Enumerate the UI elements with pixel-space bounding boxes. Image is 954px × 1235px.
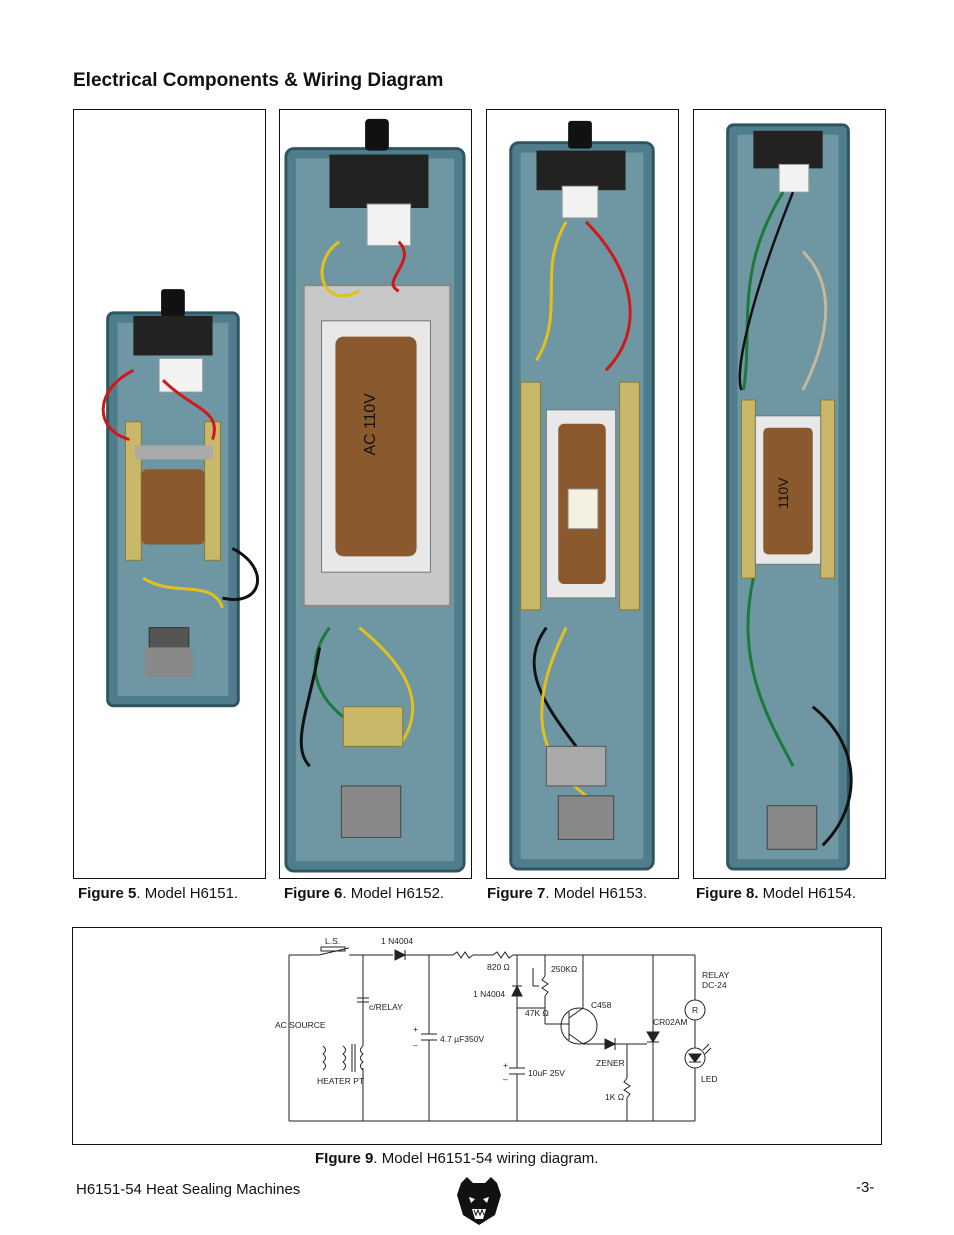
- label-diode2: 1 N4004: [473, 989, 505, 999]
- label-zener: ZENER: [596, 1058, 625, 1068]
- label-resistor-47k: 47K Ω: [525, 1008, 549, 1018]
- bear-head-logo-icon: [457, 1177, 501, 1225]
- heat-sealer-h6153-image: [509, 120, 655, 871]
- label-scr-cr02am: CR02AM: [653, 1017, 687, 1027]
- label-transistor-c458: C458: [591, 1000, 612, 1010]
- label-cap1-minus: –: [413, 1040, 418, 1050]
- label-relay-r: R: [692, 1005, 698, 1015]
- heat-sealer-h6154-image: 110V: [726, 123, 853, 871]
- label-cap-10uf: 10uF 25V: [528, 1068, 565, 1078]
- wiring-diagram-box: L.S. 1 N4004 820 Ω 250KΩ RELAY DC-24 1 N…: [72, 927, 882, 1145]
- footer-model-name: H6151-54 Heat Sealing Machines: [76, 1181, 301, 1198]
- heat-sealer-h6152-image: AC 110V: [284, 118, 466, 873]
- label-relay: RELAY: [702, 970, 730, 980]
- label-cap2-minus: –: [503, 1074, 508, 1084]
- figure-5-caption: Figure 5. Model H6151.: [78, 885, 239, 902]
- figure-8-photo: 110V: [693, 109, 886, 879]
- figure-9-caption: FIgure 9. Model H6151-54 wiring diagram.: [315, 1150, 599, 1167]
- label-ac-source: AC SOURCE: [275, 1020, 326, 1030]
- label-resistor-250k: 250KΩ: [551, 964, 577, 974]
- figure-8-caption: Figure 8. Model H6154.: [696, 885, 857, 902]
- label-led: LED: [701, 1074, 718, 1084]
- coil-label-110v: 110V: [775, 477, 791, 509]
- label-limit-switch: L.S.: [325, 936, 340, 946]
- heat-sealer-h6151-image: [101, 289, 259, 708]
- page-number: -3-: [856, 1179, 875, 1196]
- label-cap-4-7uf: 4.7 µF350V: [440, 1034, 484, 1044]
- page-title: Electrical Components & Wiring Diagram: [73, 70, 444, 91]
- figure-7-photo: [486, 109, 679, 879]
- label-diode-1n4004: 1 N4004: [381, 936, 413, 946]
- coil-label-ac-110v: AC 110V: [362, 393, 379, 456]
- figure-6-photo: AC 110V: [279, 109, 472, 879]
- label-resistor-820: 820 Ω: [487, 962, 510, 972]
- figure-5-photo: [73, 109, 266, 879]
- label-heater-pt: HEATER PT: [317, 1076, 364, 1086]
- label-cap2-plus: +: [503, 1060, 508, 1070]
- label-c-relay: c/RELAY: [369, 1002, 403, 1012]
- figure-6-caption: Figure 6. Model H6152.: [284, 885, 445, 902]
- label-relay-dc: DC-24: [702, 980, 727, 990]
- label-cap1-plus: +: [413, 1024, 418, 1034]
- label-resistor-1k: 1K Ω: [605, 1092, 624, 1102]
- wiring-schematic: L.S. 1 N4004 820 Ω 250KΩ RELAY DC-24 1 N…: [275, 936, 730, 1122]
- figure-7-caption: Figure 7. Model H6153.: [487, 885, 648, 902]
